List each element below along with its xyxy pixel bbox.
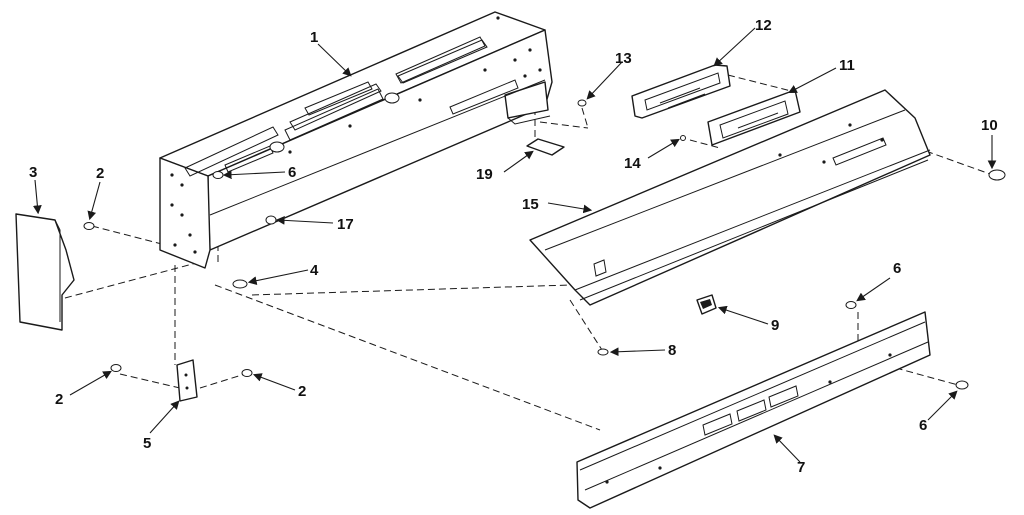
callout-6-right: 6 xyxy=(893,260,901,277)
callout-17: 17 xyxy=(337,216,354,233)
leader-lines xyxy=(33,27,997,463)
callout-19: 19 xyxy=(476,166,493,183)
end-cap-part-3 xyxy=(15,213,75,331)
lower-trim-part-7 xyxy=(576,311,931,509)
callout-11: 11 xyxy=(839,57,855,74)
clip-icon xyxy=(232,279,248,289)
corner-bracket-part-5 xyxy=(176,359,198,402)
callout-6-lower: 6 xyxy=(919,417,927,434)
callout-4: 4 xyxy=(310,262,319,279)
screw-icon xyxy=(265,215,277,225)
bracket-part-19 xyxy=(526,138,565,156)
callout-7: 7 xyxy=(797,459,805,476)
callout-2-upper: 2 xyxy=(96,165,104,182)
cap-icon xyxy=(988,169,1006,181)
hardware xyxy=(83,99,1006,390)
callout-2-lower-right: 2 xyxy=(298,383,306,400)
callout-14: 14 xyxy=(624,155,641,172)
callout-9: 9 xyxy=(771,317,779,334)
screw-icon xyxy=(680,135,686,141)
callout-1: 1 xyxy=(310,29,318,46)
callout-3: 3 xyxy=(29,164,37,181)
screw-icon xyxy=(83,222,95,230)
clock-module-part-12 xyxy=(631,64,731,119)
callout-2-lower-left: 2 xyxy=(55,391,63,408)
screw-icon xyxy=(845,301,857,309)
callout-8: 8 xyxy=(668,342,676,359)
screw-icon xyxy=(955,380,969,390)
control-panel-part-15 xyxy=(529,89,931,306)
callout-6-upper: 6 xyxy=(288,164,296,181)
screw-icon xyxy=(577,99,587,107)
backguard-frame-part-1 xyxy=(159,11,553,269)
screw-icon xyxy=(241,369,253,377)
switch-bracket-part-11 xyxy=(707,89,801,146)
callout-12: 12 xyxy=(755,17,772,34)
screw-icon xyxy=(597,348,609,356)
screw-icon xyxy=(212,171,224,179)
screw-icon xyxy=(110,364,122,372)
callout-15: 15 xyxy=(522,196,539,213)
callout-5: 5 xyxy=(143,435,151,452)
callout-13: 13 xyxy=(615,50,632,67)
callouts: 1 2 2 2 3 4 5 6 6 6 7 8 9 10 11 12 13 14… xyxy=(29,17,998,476)
callout-10: 10 xyxy=(981,117,998,134)
